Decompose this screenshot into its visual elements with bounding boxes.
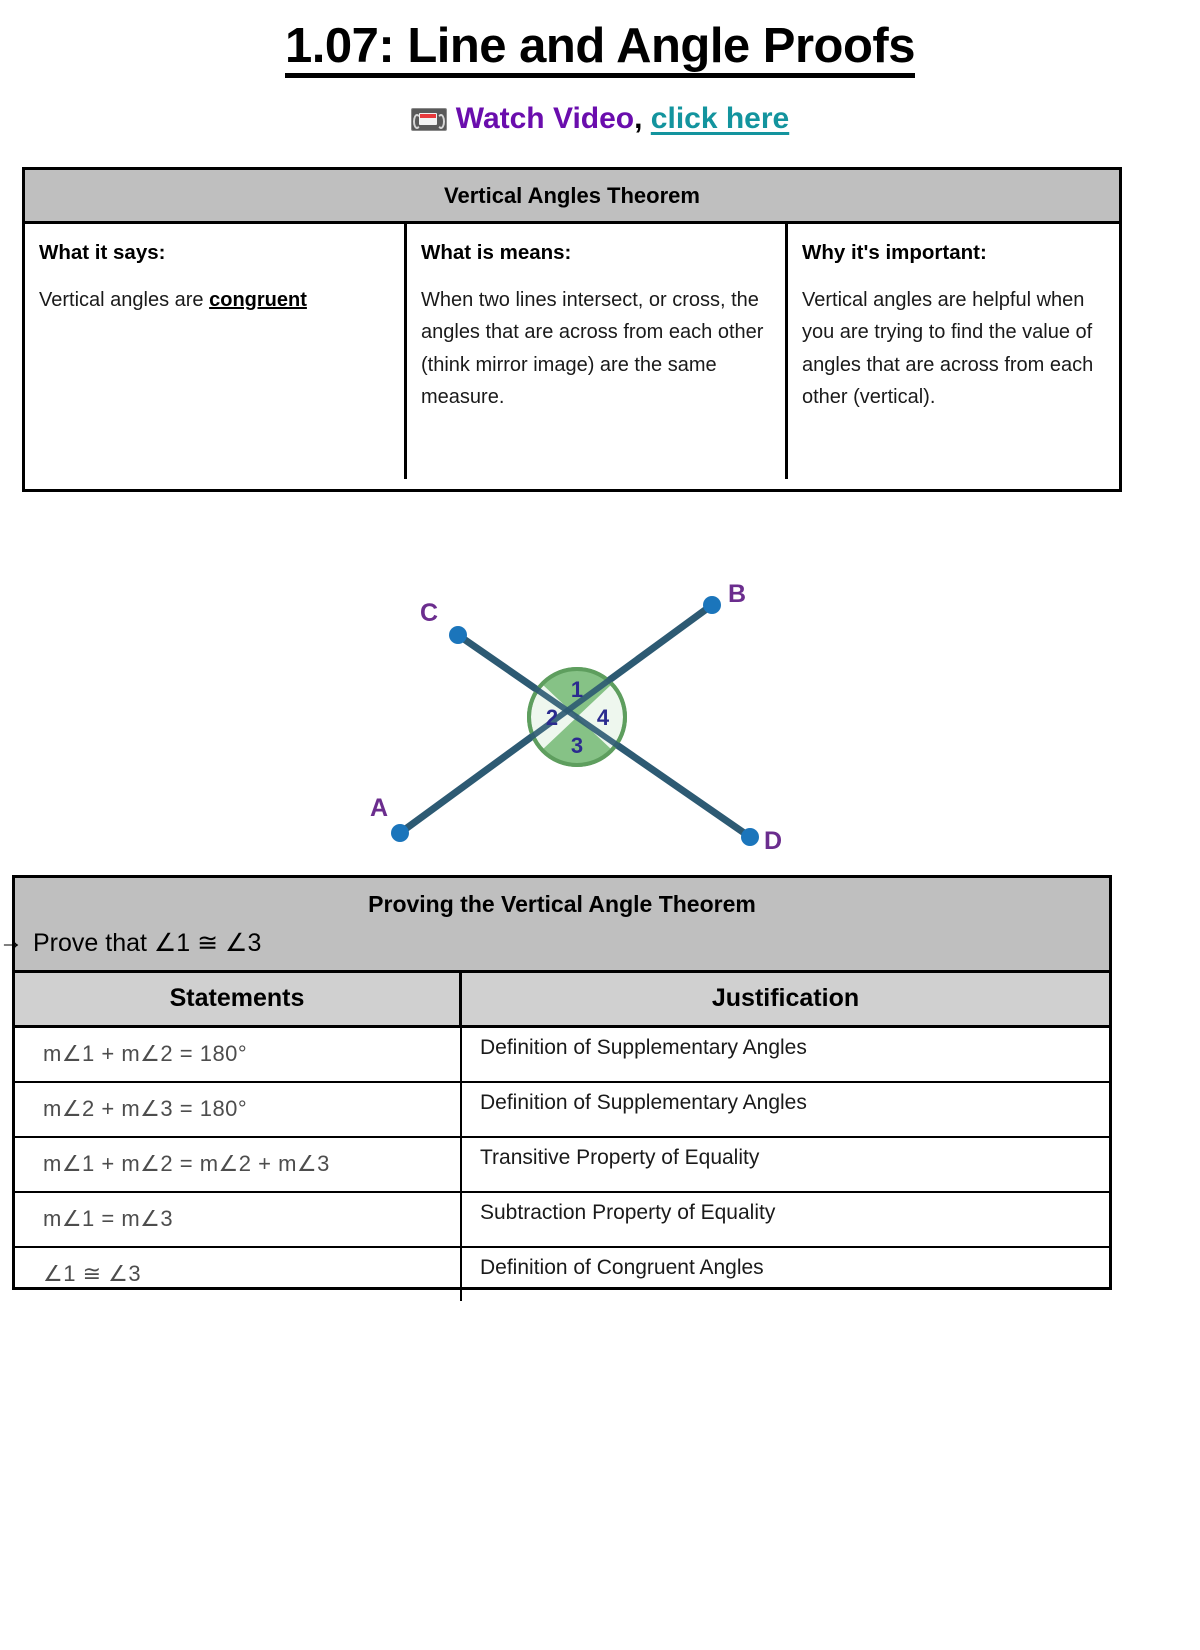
theorem-table-body: What it says: Vertical angles are congru…	[25, 224, 1119, 479]
theorem-column-text: When two lines intersect, or cross, the …	[421, 289, 764, 409]
point-a-dot	[391, 824, 409, 842]
theorem-column-heading: Why it's important:	[802, 241, 987, 264]
angle-number-4: 4	[597, 705, 610, 730]
angle-number-2: 2	[546, 705, 558, 730]
prove-statement-line: → Prove that ∠1 ≅ ∠3	[0, 928, 1109, 973]
angle-3-sector	[542, 717, 612, 766]
column-header-statements: Statements	[15, 973, 462, 1025]
proof-statement-cell: m∠1 = m∠3	[15, 1193, 462, 1246]
angle-number-3: 3	[571, 733, 583, 758]
angle-circle-outline	[527, 667, 627, 767]
theorem-column-heading: What is means:	[421, 241, 572, 264]
page-title-text: 1.07: Line and Angle Proofs	[285, 22, 915, 78]
page-title: 1.07: Line and Angle Proofs	[0, 0, 1200, 78]
table-row: m∠2 + m∠3 = 180° Definition of Supplement…	[15, 1083, 1109, 1138]
point-label-a: A	[370, 794, 388, 822]
proof-justification-cell: Definition of Supplementary Angles	[480, 1036, 807, 1059]
diagram-svg: C B A D 1 2 3 4	[370, 580, 782, 855]
vertical-angles-theorem-table: Vertical Angles Theorem What it says: Ve…	[22, 167, 1122, 492]
theorem-column-text: Vertical angles are congruent	[39, 284, 384, 316]
line-ab-overlay	[398, 602, 714, 836]
proof-table: Proving the Vertical Angle Theorem → Prov…	[0, 875, 1112, 1301]
point-d-dot	[741, 828, 759, 846]
point-c-dot	[449, 626, 467, 644]
angle-1-sector	[542, 668, 612, 717]
proof-column-headers: Statements Justification	[15, 973, 1109, 1028]
arrow-right-icon: →	[0, 928, 23, 955]
line-cd-overlay	[456, 632, 752, 840]
video-reel-left-icon	[412, 114, 421, 129]
theorem-table-header: Vertical Angles Theorem	[25, 170, 1119, 224]
prove-statement-text: Prove that ∠1 ≅ ∠3	[33, 929, 262, 957]
table-row: m∠1 + m∠2 = m∠2 + m∠3 Transitive Property…	[15, 1138, 1109, 1193]
proof-statement-cell: m∠1 + m∠2 = m∠2 + m∠3	[15, 1138, 462, 1191]
point-b-dot	[703, 596, 721, 614]
table-row: m∠1 = m∠3 Subtraction Property of Equalit…	[15, 1193, 1109, 1248]
theorem-column-why-its-important: Why it's important: Vertical angles are …	[788, 224, 1119, 479]
watch-video-line: Watch Video, click here	[0, 104, 1200, 134]
proof-statement-cell: m∠1 + m∠2 = 180°	[15, 1028, 462, 1081]
video-cassette-icon	[410, 108, 447, 131]
theorem-column-heading: What it says:	[39, 241, 166, 264]
proof-table-header: Proving the Vertical Angle Theorem	[15, 878, 1109, 928]
intersecting-lines-vertical-angles-diagram: C B A D 1 2 3 4	[350, 575, 820, 865]
table-row: m∠1 + m∠2 = 180° Definition of Supplement…	[15, 1028, 1109, 1083]
proof-rows-container: m∠1 + m∠2 = 180° Definition of Supplement…	[15, 1028, 1109, 1301]
watch-video-label: Watch Video	[455, 102, 635, 135]
theorem-text-plain: Vertical angles are	[39, 289, 210, 311]
proof-justification-cell: Definition of Congruent Angles	[480, 1256, 764, 1279]
table-row: ∠1 ≅ ∠3 Definition of Congruent Angles	[15, 1248, 1109, 1301]
proof-statement-cell: m∠2 + m∠3 = 180°	[15, 1083, 462, 1136]
theorem-column-text: Vertical angles are helpful when you are…	[802, 289, 1094, 409]
theorem-column-what-it-says: What it says: Vertical angles are congru…	[25, 224, 407, 479]
point-label-c: C	[420, 599, 438, 627]
angle-number-1: 1	[571, 677, 583, 702]
proof-justification-cell: Subtraction Property of Equality	[480, 1201, 776, 1224]
theorem-text-bold: congruent	[209, 289, 307, 311]
proof-justification-cell: Transitive Property of Equality	[480, 1146, 760, 1169]
proof-statement-cell: ∠1 ≅ ∠3	[15, 1248, 462, 1301]
watch-video-comma: ,	[634, 102, 643, 135]
point-label-d: D	[764, 827, 782, 855]
proof-justification-cell: Definition of Supplementary Angles	[480, 1091, 807, 1114]
theorem-column-what-is-means: What is means: When two lines intersect,…	[407, 224, 788, 479]
video-reel-right-icon	[436, 114, 445, 129]
click-here-link[interactable]: click here	[650, 102, 790, 135]
point-label-b: B	[728, 580, 746, 608]
column-header-justification: Justification	[711, 984, 860, 1012]
